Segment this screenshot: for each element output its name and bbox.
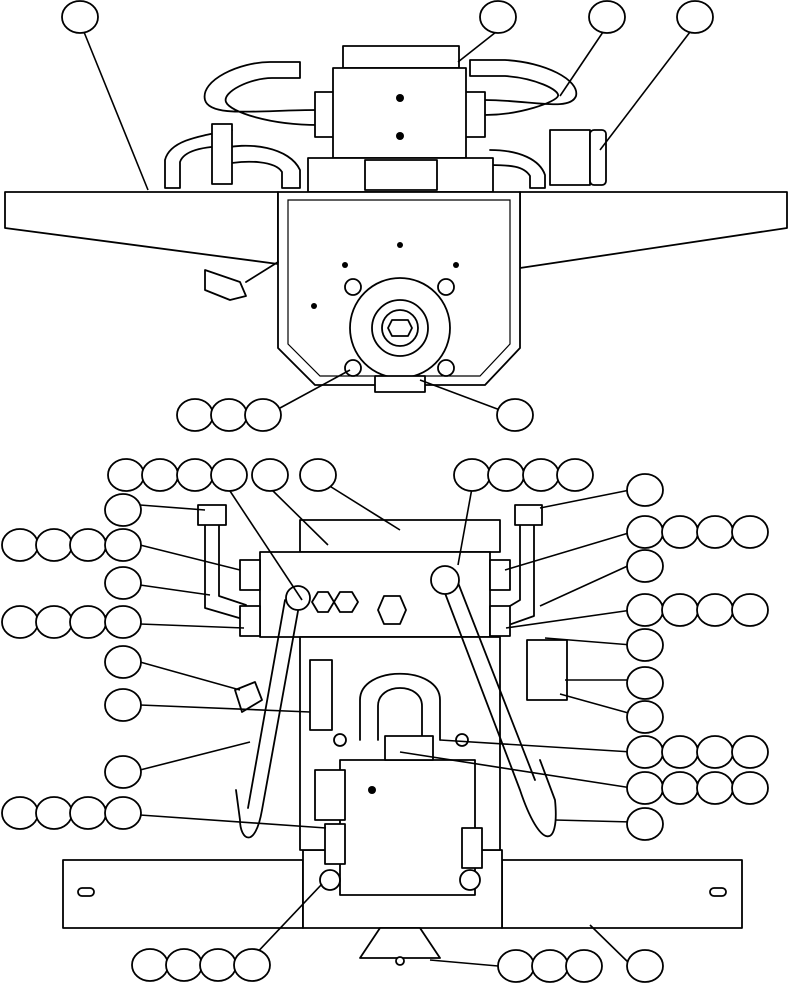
callout-group xyxy=(626,771,769,805)
callout-bubble xyxy=(626,807,664,841)
callout-bubble xyxy=(479,0,517,34)
callout-bubble xyxy=(626,549,664,583)
callout-group xyxy=(1,605,142,639)
bottom-view-assembly xyxy=(62,504,743,966)
callout-bubble xyxy=(626,666,664,700)
callout-group xyxy=(626,515,769,549)
callout-group xyxy=(626,593,769,627)
frame-beam xyxy=(4,191,279,265)
callout-group xyxy=(453,458,594,492)
top-view-assembly xyxy=(4,45,788,393)
hose-long-right xyxy=(439,579,557,838)
callout-group xyxy=(497,949,603,983)
hose-left xyxy=(203,61,319,126)
callout-bubble xyxy=(104,493,142,527)
callout-bubbles xyxy=(1,0,769,983)
bottom-mount xyxy=(359,927,441,959)
callout-bubble xyxy=(251,458,289,492)
callout-bubble xyxy=(626,700,664,734)
hose-long-left xyxy=(235,599,301,839)
top-valve-block xyxy=(342,45,460,69)
callout-bubble xyxy=(299,458,337,492)
callout-bubble xyxy=(104,645,142,679)
callout-group xyxy=(107,458,248,492)
callout-bubble xyxy=(104,688,142,722)
callout-bubble xyxy=(496,398,534,432)
callout-bubble xyxy=(626,628,664,662)
callout-group xyxy=(131,948,271,982)
callout-group xyxy=(626,735,769,769)
callout-bubble xyxy=(676,0,714,34)
callout-group xyxy=(176,398,282,432)
callout-bubble xyxy=(626,473,664,507)
callout-bubble xyxy=(626,949,664,983)
callout-group xyxy=(1,796,142,830)
base-plate xyxy=(62,859,304,929)
callout-group xyxy=(1,528,142,562)
callout-bubble xyxy=(61,0,99,34)
leader-lines xyxy=(83,31,691,967)
lower-valve-block xyxy=(339,759,476,896)
callout-bubble xyxy=(104,755,142,789)
callout-bubble xyxy=(104,566,142,600)
callout-bubble xyxy=(588,0,626,34)
